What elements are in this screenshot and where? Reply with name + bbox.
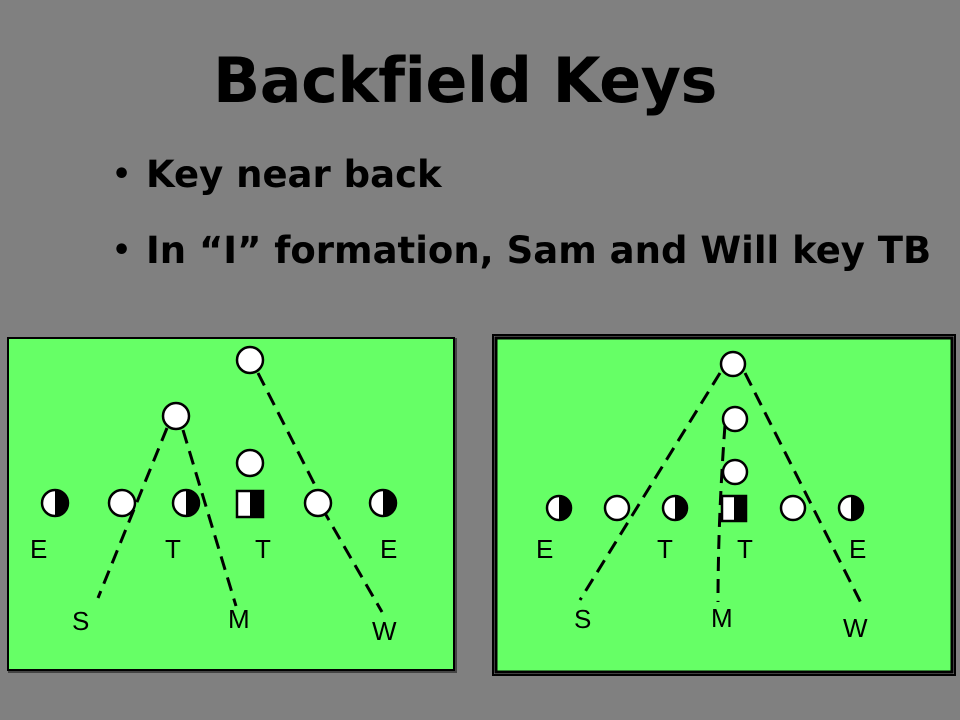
label-tackle-right: T — [737, 534, 753, 564]
end-half-filled-icon — [368, 488, 398, 518]
bullet-item: • In “I” formation, Sam and Will key TB — [112, 226, 931, 302]
label-tackle-right: T — [255, 534, 271, 564]
key-line-sam — [578, 372, 722, 601]
key-lines — [578, 372, 864, 606]
label-tackle-left: T — [657, 534, 673, 564]
label-defensive-end-left: E — [536, 534, 553, 564]
label-tackle-left: T — [165, 534, 181, 564]
label-mike: M — [228, 604, 250, 634]
label-sam: S — [72, 606, 89, 636]
bullet-text: In “I” formation, Sam and Will key TB — [146, 229, 932, 272]
label-sam: S — [574, 604, 591, 634]
tackle-circle — [603, 494, 631, 522]
guard-circle — [779, 494, 807, 522]
bullet-item: • Key near back — [112, 150, 931, 226]
field-panel-frame — [492, 334, 956, 676]
field-panel-shadow — [8, 338, 457, 673]
formation-diagram-i-formation: E T T E S M W — [492, 334, 956, 676]
end-half-filled-icon — [837, 494, 865, 522]
quarterback-circle — [721, 458, 749, 486]
bullet-dot-icon: • — [112, 233, 132, 268]
guard-circle — [303, 488, 333, 518]
label-will: W — [843, 613, 868, 643]
key-line-sam — [96, 427, 169, 599]
tailback-circle — [719, 350, 747, 378]
bullet-dot-icon: • — [112, 157, 132, 192]
tackle-circle — [107, 488, 137, 518]
offensive-line — [545, 494, 865, 523]
fullback-circle — [721, 405, 749, 433]
label-will: W — [372, 616, 397, 646]
guard-half-filled-icon — [661, 494, 689, 522]
bullet-list: • Key near back • In “I” formation, Sam an… — [112, 150, 931, 302]
end-half-filled-icon — [40, 488, 70, 518]
key-lines — [96, 372, 384, 613]
center-square-icon — [720, 494, 748, 523]
bullet-text: Key near back — [146, 153, 442, 196]
label-defensive-end-right: E — [849, 534, 866, 564]
label-defensive-end-left: E — [30, 534, 47, 564]
center-square-icon — [235, 489, 265, 519]
label-defensive-end-right: E — [380, 534, 397, 564]
key-line-will-a — [256, 372, 327, 506]
halfback-circle — [161, 401, 191, 431]
tailback-circle — [235, 345, 265, 375]
end-half-filled-icon — [545, 494, 573, 522]
quarterback-circle — [235, 448, 265, 478]
guard-half-filled-icon — [171, 488, 201, 518]
label-mike: M — [711, 603, 733, 633]
offensive-line — [40, 488, 398, 519]
formation-diagram-split-backs: E T T E S M W — [7, 337, 457, 673]
key-line-mike — [181, 429, 238, 607]
key-line-will-b — [320, 507, 384, 613]
key-line-mike — [716, 424, 727, 603]
slide-title: Backfield Keys — [213, 44, 717, 117]
